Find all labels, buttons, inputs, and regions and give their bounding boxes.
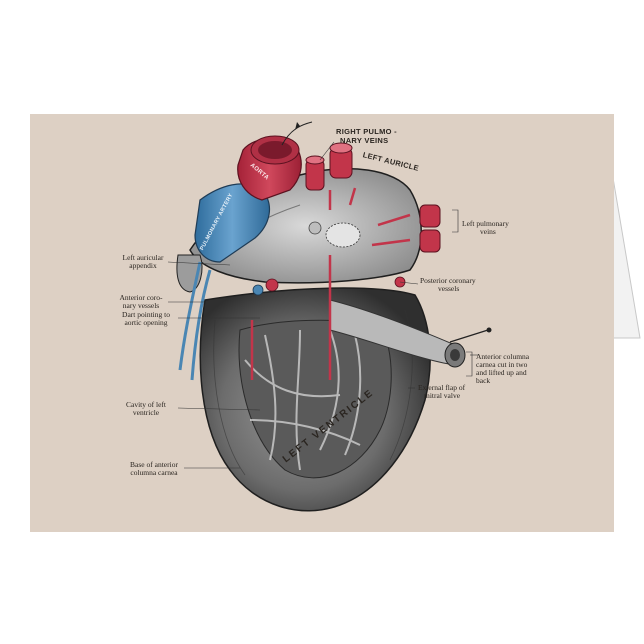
- anterior-columna-label-4: back: [476, 376, 491, 385]
- external-flap-label-1: External flap of: [418, 383, 466, 392]
- base-label-2: columna carnea: [130, 468, 178, 477]
- anterior-coronary-label-1: Anterior coro-: [119, 293, 163, 302]
- cavity-label-1: Cavity of left: [126, 400, 166, 409]
- left-pulmonary-veins-label-1: Left pulmonary: [462, 219, 509, 228]
- anterior-columna-label-3: and lifted up and: [476, 368, 527, 377]
- anterior-coronary-label-2: nary vessels: [122, 301, 160, 310]
- posterior-coronary-label-2: vessels: [438, 284, 460, 293]
- external-flap-label-2: mitral valve: [424, 391, 461, 400]
- base-label-1: Base of anterior: [130, 460, 178, 469]
- right-pulmonary-veins-label-2: NARY VEINS: [340, 136, 389, 145]
- dart-label-1: Dart pointing to: [122, 310, 170, 319]
- left-pulmonary-veins: [419, 204, 441, 253]
- right-pulmonary-veins: [305, 142, 353, 191]
- left-auricular-appendix-label-1: Left auricular: [122, 253, 164, 262]
- anterior-columna-label-2: carnea cut in two: [476, 360, 528, 369]
- anterior-columna-label-1: Anterior columna: [476, 352, 530, 361]
- right-pulmonary-veins-label-1: RIGHT PULMO -: [336, 127, 397, 136]
- posterior-coronary-label-1: Posterior coronary: [420, 276, 476, 285]
- pulmonary-artery-vessel: [194, 183, 271, 263]
- cavity-label-2: ventricle: [132, 408, 160, 417]
- left-pulmonary-veins-label-2: veins: [480, 227, 496, 236]
- dart-label-2: aortic opening: [124, 318, 168, 327]
- left-auricular-appendix-label-2: appendix: [129, 261, 157, 270]
